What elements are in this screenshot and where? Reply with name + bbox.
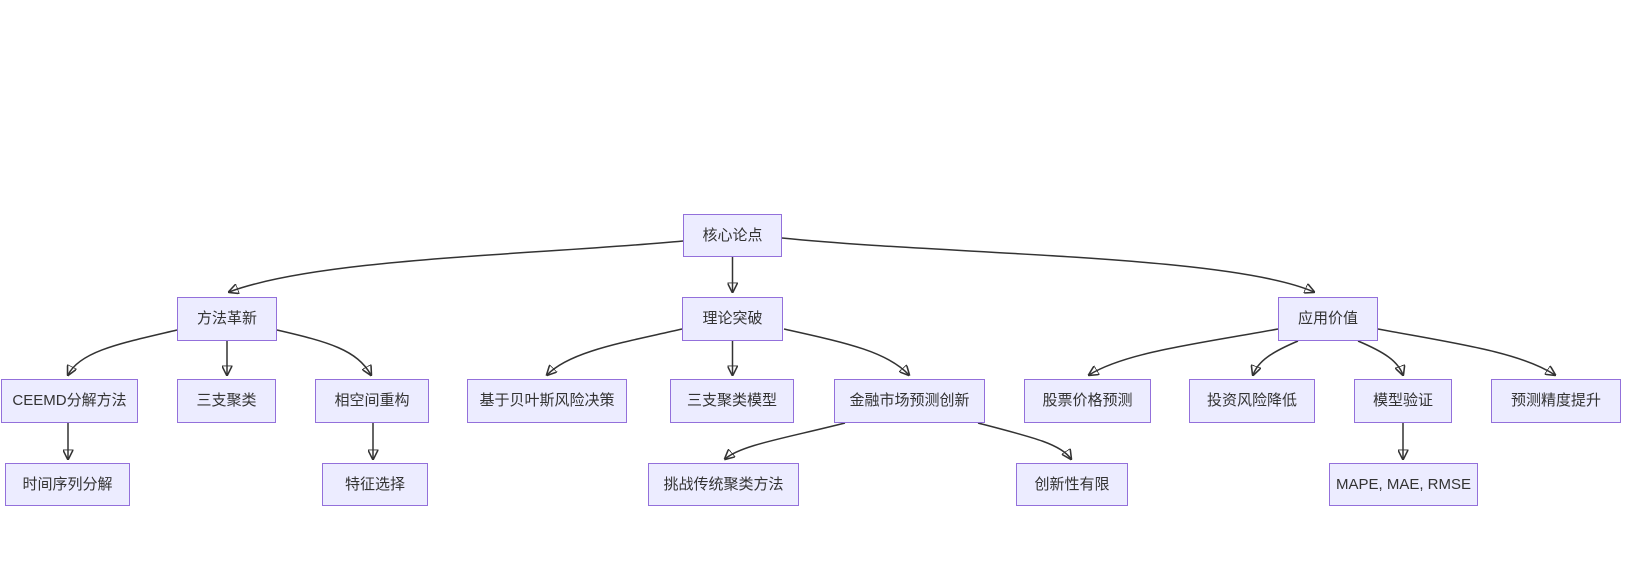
node-limited-innovation: 创新性有限 xyxy=(1016,463,1128,506)
node-bayesian-risk-decision: 基于贝叶斯风险决策 xyxy=(467,379,627,423)
edge-theory-to-finance xyxy=(783,328,909,375)
edge-theory-to-bayes xyxy=(547,328,683,375)
edge-application-to-risk xyxy=(1253,340,1299,375)
node-application-value: 应用价值 xyxy=(1278,297,1378,341)
node-three-way-clustering: 三支聚类 xyxy=(177,379,276,423)
node-financial-market-prediction-innovation: 金融市场预测创新 xyxy=(834,379,985,423)
node-prediction-accuracy-improvement: 预测精度提升 xyxy=(1491,379,1621,423)
edge-finance-to-challenge xyxy=(725,422,846,459)
edge-finance-to-limited xyxy=(977,422,1071,459)
edge-application-to-validation xyxy=(1357,340,1403,375)
node-core-thesis: 核心论点 xyxy=(683,214,782,257)
node-three-way-clustering-model: 三支聚类模型 xyxy=(670,379,794,423)
node-evaluation-metrics: MAPE, MAE, RMSE xyxy=(1329,463,1478,506)
node-stock-price-prediction: 股票价格预测 xyxy=(1024,379,1151,423)
edge-core-to-application xyxy=(781,237,1314,292)
node-phase-space-reconstruction: 相空间重构 xyxy=(315,379,429,423)
edge-method-to-ceemd xyxy=(68,329,178,375)
edge-core-to-method xyxy=(229,240,684,292)
edge-application-to-stock xyxy=(1089,328,1279,375)
edge-application-to-accuracy xyxy=(1377,328,1555,375)
node-model-validation: 模型验证 xyxy=(1354,379,1452,423)
node-investment-risk-reduction: 投资风险降低 xyxy=(1189,379,1315,423)
node-challenge-traditional-clustering: 挑战传统聚类方法 xyxy=(648,463,799,506)
node-feature-selection: 特征选择 xyxy=(322,463,428,506)
node-theory-breakthrough: 理论突破 xyxy=(682,297,783,341)
edge-method-to-phase xyxy=(276,329,371,375)
node-method-innovation: 方法革新 xyxy=(177,297,277,341)
node-time-series-decomposition: 时间序列分解 xyxy=(5,463,130,506)
node-ceemd-method: CEEMD分解方法 xyxy=(1,379,138,423)
